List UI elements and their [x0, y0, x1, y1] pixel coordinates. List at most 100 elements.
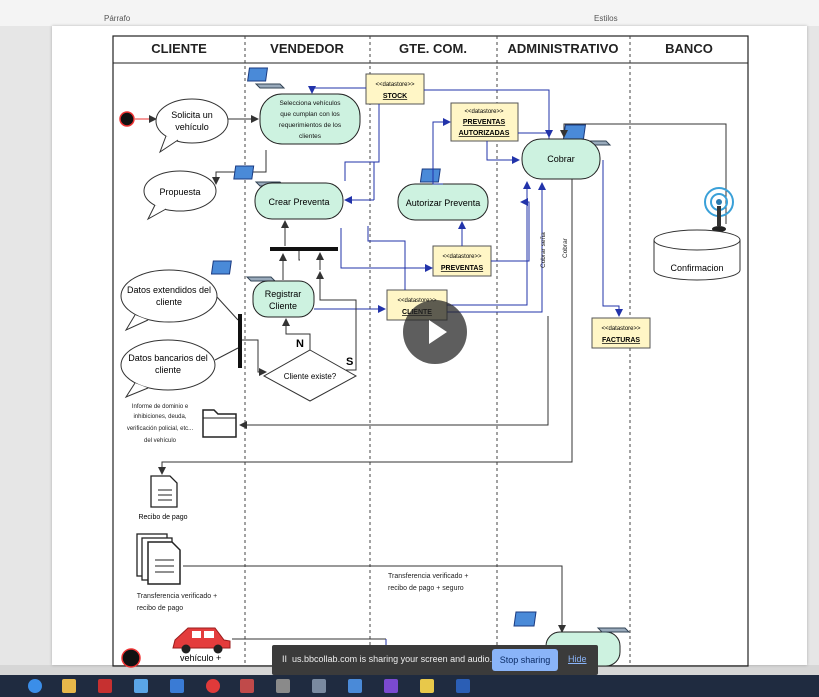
word-icon[interactable]	[456, 679, 470, 693]
ribbon-group-parrafo: Párrafo	[104, 14, 131, 23]
node-autorizar-preventa: Autorizar Preventa	[397, 183, 489, 221]
edge-icon[interactable]	[28, 679, 42, 693]
svg-text:<<datastore>>: <<datastore>>	[442, 254, 482, 260]
laptop-icon	[513, 611, 631, 633]
svg-text:<<datastore>>: <<datastore>>	[464, 109, 504, 115]
store-icon[interactable]	[134, 679, 148, 693]
cloud-solicita: Solicita un vehículo	[155, 98, 229, 154]
app-icon[interactable]	[98, 679, 112, 693]
vehiculo-label: vehículo +	[180, 653, 221, 663]
svg-text:Crear Preventa: Crear Preventa	[268, 197, 329, 207]
transf-seguro-label: Transferencia verificado + recibo de pag…	[388, 573, 468, 592]
laptop-icon	[210, 260, 277, 282]
decision-cliente-existe: Cliente existe?	[262, 349, 358, 402]
laptop-icon	[247, 67, 286, 89]
receipt-icon	[150, 475, 178, 508]
documents-icon	[136, 533, 181, 585]
svg-text:Cobrar: Cobrar	[547, 154, 575, 164]
svg-text:Cliente: Cliente	[269, 301, 297, 311]
svg-text:recibo de pago: recibo de pago	[137, 605, 183, 612]
decision-no-label: N	[296, 338, 304, 350]
svg-text:FACTURAS: FACTURAS	[602, 337, 640, 344]
lane-banco: BANCO	[665, 41, 713, 56]
svg-text:vehículo: vehículo	[175, 122, 209, 132]
node-selecciona-vehiculos: Selecciona vehículos que cumplan con los…	[259, 93, 361, 145]
app-icon[interactable]	[276, 679, 290, 693]
svg-text:requerimientos de los: requerimientos de los	[279, 122, 342, 129]
lane-gte-com: GTE. COM.	[399, 41, 467, 56]
svg-text:del vehículo: del vehículo	[144, 438, 177, 444]
svg-text:PREVENTAS: PREVENTAS	[463, 119, 506, 126]
svg-text:STOCK: STOCK	[383, 93, 407, 100]
file-explorer-icon[interactable]	[62, 679, 76, 693]
svg-text:Autorizar Preventa: Autorizar Preventa	[406, 198, 481, 208]
node-cobrar: Cobrar	[521, 138, 601, 180]
svg-text:<<datastore>>: <<datastore>>	[601, 326, 641, 332]
car-icon	[172, 627, 231, 654]
transf-label: Transferencia verificado + recibo de pag…	[137, 593, 217, 612]
informe-text: Informe de dominio e inhibiciones, deuda…	[127, 404, 194, 444]
lane-cliente: CLIENTE	[151, 41, 207, 56]
share-message: II us.bbcollab.com is sharing your scree…	[282, 654, 493, 664]
svg-text:Datos bancarios del: Datos bancarios del	[128, 353, 208, 363]
visual-studio-icon[interactable]	[384, 679, 398, 693]
svg-text:cliente: cliente	[155, 365, 181, 375]
svg-text:Propuesta: Propuesta	[159, 187, 200, 197]
svg-text:inhibiciones, deuda,: inhibiciones, deuda,	[133, 414, 186, 420]
chrome-icon[interactable]	[206, 679, 220, 693]
cobrar-sena-label: Cobrar seña	[540, 232, 547, 268]
lane-vendedor: VENDEDOR	[270, 41, 344, 56]
database-confirmacion: Confirmacion	[653, 229, 741, 281]
stop-sharing-button[interactable]: Stop sharing	[492, 649, 558, 671]
app-icon[interactable]	[420, 679, 434, 693]
decision-yes-label: S	[346, 356, 353, 368]
datastore-preventas: <<datastore>> PREVENTAS	[432, 245, 492, 277]
lane-administrativo: ADMINISTRATIVO	[508, 41, 619, 56]
svg-text:Transferencia verificado +: Transferencia verificado +	[137, 593, 217, 600]
svg-text:Registrar: Registrar	[265, 289, 302, 299]
cobrar-flow-label: Cobrar	[562, 237, 569, 258]
taskbar	[0, 675, 819, 697]
folder-icon	[202, 409, 237, 438]
app-icon[interactable]	[240, 679, 254, 693]
join-bar-cliente	[238, 314, 242, 368]
fork-bar-vendedor	[270, 247, 338, 251]
svg-text:Datos extendidos del: Datos extendidos del	[127, 285, 211, 295]
svg-text:AUTORIZADAS: AUTORIZADAS	[459, 130, 510, 137]
ribbon-group-estilos: Estilos	[594, 14, 618, 23]
svg-text:<<datastore>>: <<datastore>>	[375, 82, 415, 88]
svg-text:clientes: clientes	[299, 133, 322, 140]
app-icon[interactable]	[348, 679, 362, 693]
svg-text:Cliente existe?: Cliente existe?	[284, 372, 337, 381]
svg-text:verificación policial, etc...: verificación policial, etc...	[127, 426, 194, 432]
svg-text:<<datastore>>: <<datastore>>	[397, 298, 437, 304]
pause-icon[interactable]: II	[282, 654, 288, 664]
video-play-button[interactable]	[403, 300, 467, 364]
svg-text:cliente: cliente	[156, 297, 182, 307]
screen-share-bar: II us.bbcollab.com is sharing your scree…	[272, 645, 598, 675]
svg-text:PREVENTAS: PREVENTAS	[441, 265, 484, 272]
cloud-datos-bancarios: Datos bancarios del cliente	[120, 339, 216, 399]
app-icon[interactable]	[170, 679, 184, 693]
svg-text:que cumplan con los: que cumplan con los	[280, 111, 340, 118]
datastore-preventas-autorizadas: <<datastore>> PREVENTAS AUTORIZADAS	[450, 102, 519, 142]
svg-text:Transferencia verificado +: Transferencia verificado +	[388, 573, 468, 580]
cloud-propuesta: Propuesta	[143, 170, 217, 221]
hide-link[interactable]: Hide	[568, 654, 587, 664]
svg-text:Solicita un: Solicita un	[171, 110, 213, 120]
node-registrar-cliente: Registrar Cliente	[252, 280, 315, 318]
recibo-label: Recibo de pago	[138, 514, 187, 521]
start-node	[119, 111, 135, 127]
end-node	[121, 648, 141, 668]
datastore-facturas: <<datastore>> FACTURAS	[591, 317, 651, 349]
svg-text:Informe de dominio e: Informe de dominio e	[132, 404, 189, 410]
datastore-stock: <<datastore>> STOCK	[365, 73, 425, 105]
node-crear-preventa: Crear Preventa	[254, 182, 344, 220]
svg-text:Confirmacion: Confirmacion	[670, 263, 723, 273]
app-icon[interactable]	[312, 679, 326, 693]
svg-text:recibo de pago + seguro: recibo de pago + seguro	[388, 585, 464, 592]
svg-text:Selecciona vehículos: Selecciona vehículos	[279, 100, 341, 107]
cloud-datos-extendidos: Datos extendidos del cliente	[120, 269, 218, 332]
antenna-icon	[704, 187, 734, 232]
